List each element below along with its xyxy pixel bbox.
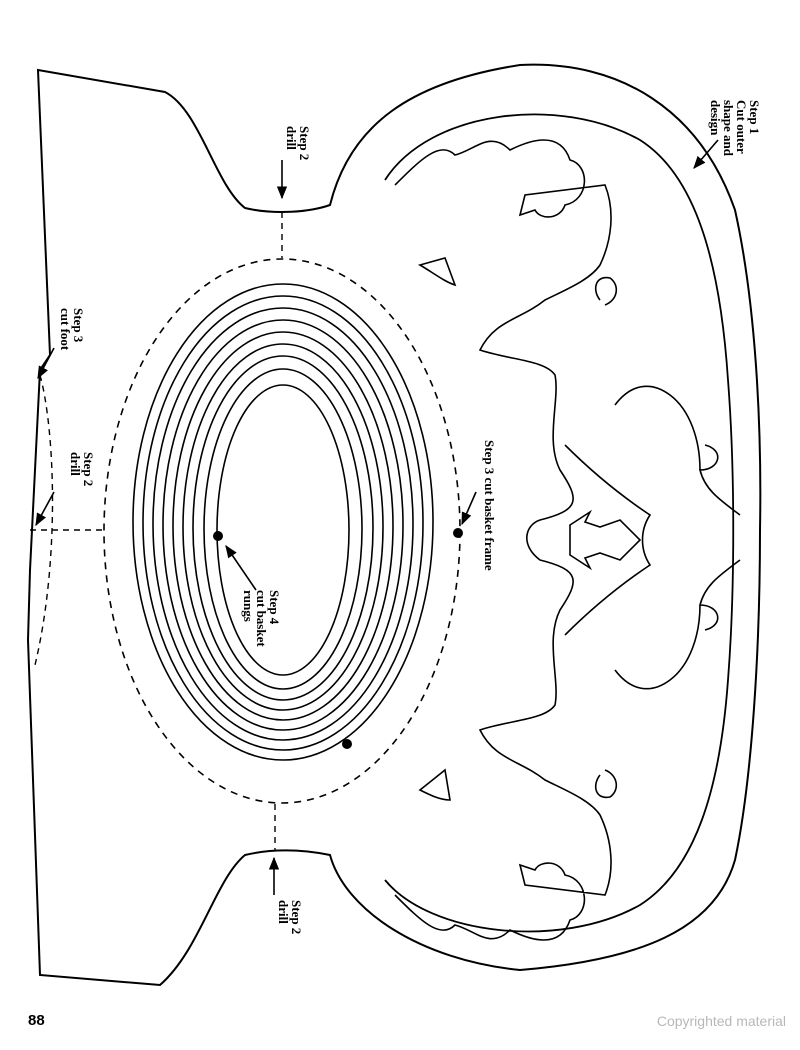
page-number: 88 — [28, 1012, 45, 1029]
rung-start-drill-point — [213, 531, 223, 541]
rung-end-drill-point — [342, 739, 352, 749]
basket-frame-dashed-outline — [103, 258, 461, 804]
step4-label: Step 4 cut basket rungs — [241, 590, 282, 650]
copyright-notice: Copyrighted material — [656, 1013, 786, 1029]
step3-frame-arrow — [461, 491, 477, 526]
step3-foot-arrow — [37, 347, 55, 380]
inner-rim — [384, 113, 735, 933]
scroll-design — [394, 139, 741, 941]
dashed-cut-lines — [30, 212, 283, 851]
step2-bottom-label: Step 2 drill — [276, 900, 304, 938]
step2-left-label: Step 2 drill — [68, 452, 96, 490]
frame-drill-point — [453, 528, 463, 538]
basket-rungs — [132, 283, 434, 761]
step3-frame-label: Step 3 cut basket frame — [482, 440, 497, 571]
arrows — [35, 139, 719, 895]
outer-shape-outline — [26, 63, 762, 987]
step4-arrow — [225, 544, 257, 591]
step2-top-label: Step 2 drill — [284, 126, 312, 164]
step1-arrow — [693, 139, 719, 169]
step1-label: Step 1 Cut outer shape and design — [708, 100, 762, 159]
step2-left-arrow — [35, 491, 55, 527]
step3-foot-label: Step 3 cut foot — [58, 308, 86, 351]
